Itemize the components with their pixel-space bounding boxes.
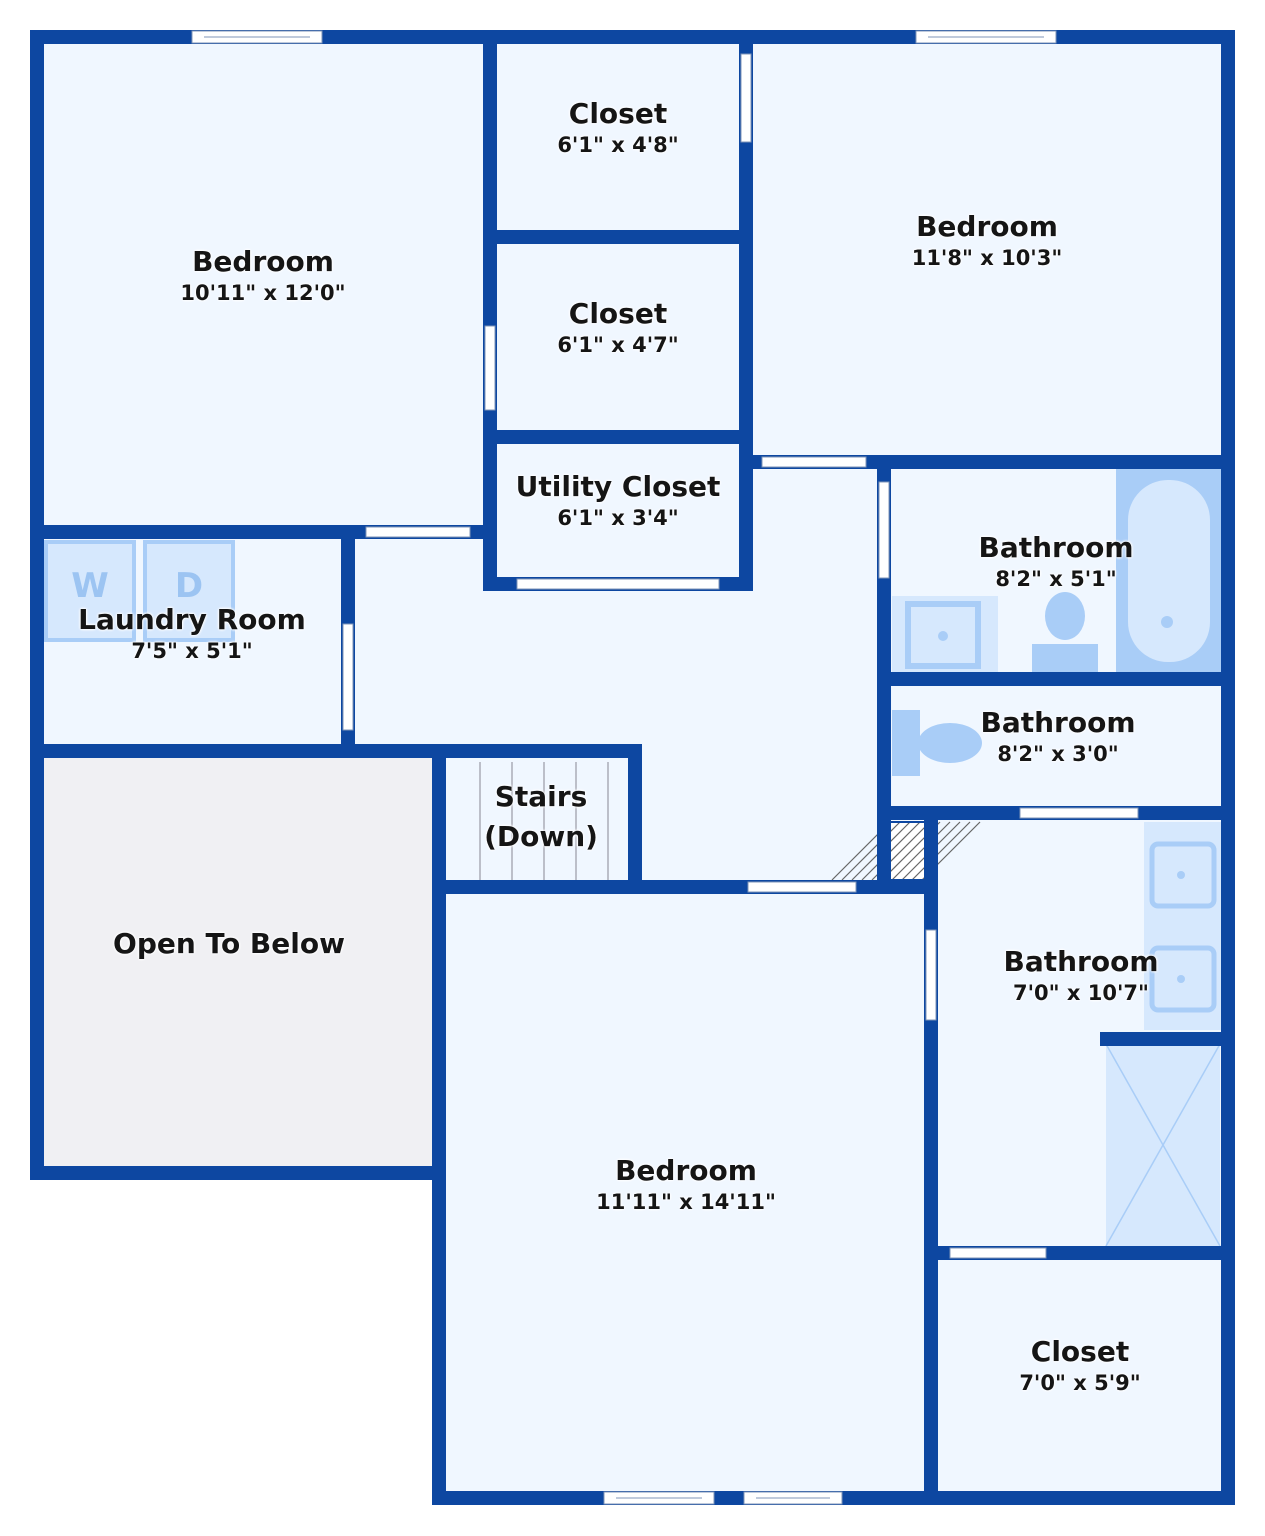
wall-segment: [30, 30, 44, 1180]
wall-segment: [432, 744, 446, 894]
wall-segment: [432, 880, 446, 1505]
door-opening: [878, 481, 890, 579]
room-label-stairs: Stairs (Down): [484, 777, 598, 857]
room-label-closet-2: Closet 6'1" x 4'7": [557, 297, 678, 359]
room-name: Closet: [568, 97, 668, 130]
room-label-bedroom-s: Bedroom 11'11" x 14'11": [596, 1154, 776, 1216]
wall-segment: [877, 672, 1235, 686]
room-dimensions: 11'8" x 10'3": [911, 246, 1063, 270]
room-name: Bedroom: [615, 1154, 757, 1187]
dryer-icon: [143, 540, 235, 642]
dryer-letter: D: [174, 566, 204, 606]
wall-segment: [628, 744, 642, 894]
room-name: Bathroom: [978, 531, 1134, 564]
sink-drain-icon: [1177, 975, 1185, 983]
wall-segment: [1100, 1032, 1235, 1046]
hatch-line: [911, 821, 971, 881]
door-opening: [484, 325, 496, 411]
room-label-bathroom-2: Bathroom 8'2" x 3'0": [980, 706, 1135, 768]
room-label-bathroom-1: Bathroom 8'2" x 5'1": [978, 531, 1133, 593]
room-name: Closet: [1030, 1335, 1130, 1368]
room-dimensions: 6'1" x 4'8": [557, 133, 679, 157]
sink-drain-icon: [1177, 871, 1185, 879]
door-opening: [342, 623, 354, 731]
toilet-tank-icon: [1032, 644, 1098, 672]
room-dimensions: 11'11" x 14'11": [596, 1190, 776, 1214]
wall-segment: [30, 744, 642, 758]
wall-segment: [30, 1166, 446, 1180]
door-opening: [925, 929, 937, 1021]
room-name: Bedroom: [916, 210, 1058, 243]
wall-segment: [752, 455, 1235, 469]
wall-segment: [1221, 30, 1235, 1505]
room-label-laundry-room: Laundry Room 7'5" x 5'1": [78, 603, 306, 665]
room-name: Bedroom: [192, 245, 334, 278]
sink-drain-icon: [938, 631, 948, 641]
door-opening: [761, 456, 867, 468]
room-name: Utility Closet: [515, 470, 721, 503]
bathtub-drain-icon: [1161, 616, 1173, 628]
washer-icon: [44, 540, 136, 642]
room-name: Bathroom: [1003, 945, 1159, 978]
wall-segment: [483, 230, 753, 244]
room-label-bathroom-3: Bathroom 7'0" x 10'7": [1003, 945, 1158, 1007]
room-name: Laundry Room: [78, 603, 306, 636]
room-label-bedroom-nw: Bedroom 10'11" x 12'0": [180, 245, 345, 307]
room-dimensions: 6'1" x 4'7": [557, 333, 679, 357]
open-to-below-area: [38, 754, 440, 1172]
room-label-closet-1: Closet 6'1" x 4'8": [557, 97, 678, 159]
room-label-open-to-below: Open To Below: [113, 927, 345, 961]
room-label-bedroom-ne: Bedroom 11'8" x 10'3": [912, 210, 1063, 272]
door-opening: [365, 526, 471, 538]
room-label-utility-closet: Utility Closet 6'1" x 3'4": [516, 470, 721, 532]
door-opening: [949, 1247, 1047, 1259]
wall-segment: [924, 806, 938, 1505]
shower-cross-line: [1105, 1043, 1221, 1247]
door-opening: [747, 881, 857, 893]
door-opening: [1019, 807, 1139, 819]
door-opening: [516, 578, 720, 590]
room-dimensions: 6'1" x 3'4": [557, 506, 679, 530]
hatch-line: [891, 821, 951, 881]
bathtub-basin-icon: [1128, 480, 1210, 662]
door-opening: [740, 53, 752, 143]
wall-segment: [483, 30, 497, 591]
fixtures: [44, 468, 1222, 1247]
room-dimensions: 7'0" x 10'7": [1013, 981, 1149, 1005]
room-name: Stairs (Down): [484, 780, 598, 853]
toilet-bowl-icon: [1045, 592, 1085, 640]
room-name: Bathroom: [980, 706, 1136, 739]
room-dimensions: 10'11" x 12'0": [180, 281, 346, 305]
room-name: Closet: [568, 297, 668, 330]
room-label-closet-3: Closet 7'0" x 5'9": [1019, 1335, 1140, 1397]
room-dimensions: 8'2" x 3'0": [997, 742, 1119, 766]
washer-letter: W: [71, 566, 109, 606]
openings: [191, 30, 1139, 1505]
stairs-area: [444, 758, 640, 882]
room-dimensions: 7'5" x 5'1": [131, 639, 253, 663]
wall-segment: [739, 30, 753, 591]
room-dimensions: 8'2" x 5'1": [995, 567, 1117, 591]
room-name: Open To Below: [113, 927, 345, 960]
toilet-bowl-icon: [918, 723, 982, 763]
wall-segment: [483, 430, 753, 444]
room-dimensions: 7'0" x 5'9": [1019, 1371, 1141, 1395]
toilet-tank-icon: [892, 710, 920, 776]
